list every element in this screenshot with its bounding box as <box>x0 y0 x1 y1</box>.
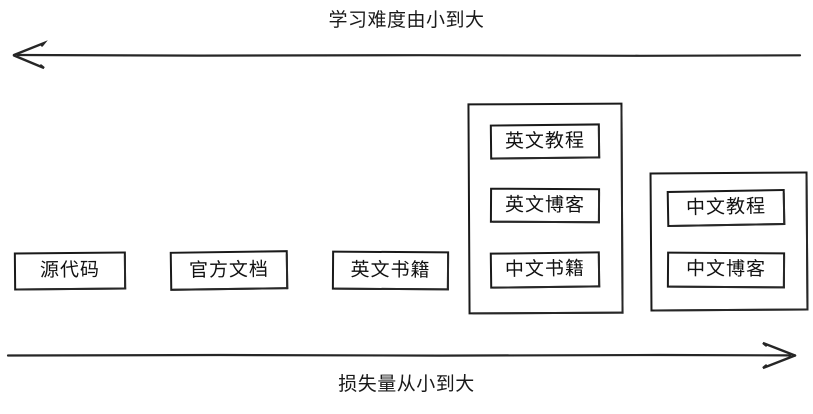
item-label-official-docs: 官方文档 <box>188 258 270 282</box>
item-label-chinese-blog: 中文博客 <box>685 258 767 281</box>
item-label-english-blog: 英文博客 <box>504 194 586 216</box>
loss-axis-arrow-right <box>6 341 797 370</box>
item-label-english-books: 英文书籍 <box>350 259 431 281</box>
item-box-chinese-books[interactable]: 中文书籍 <box>489 251 601 289</box>
item-label-english-tutorial: 英文教程 <box>504 130 586 152</box>
item-box-official-docs[interactable]: 官方文档 <box>169 250 289 291</box>
top-axis-label: 学习难度由小到大 <box>328 10 485 31</box>
item-box-english-blog[interactable]: 英文博客 <box>489 187 601 224</box>
item-box-english-tutorial[interactable]: 英文教程 <box>489 123 601 160</box>
item-box-chinese-tutorial[interactable]: 中文教程 <box>666 188 786 228</box>
item-label-chinese-books: 中文书籍 <box>504 258 586 281</box>
bottom-axis-label: 损失量从小到大 <box>338 374 475 395</box>
item-box-chinese-blog[interactable]: 中文博客 <box>666 251 786 289</box>
item-label-source-code: 源代码 <box>39 259 101 282</box>
item-box-source-code[interactable]: 源代码 <box>13 251 127 291</box>
difficulty-axis-arrow-left <box>12 40 802 70</box>
item-label-chinese-tutorial: 中文教程 <box>685 196 767 219</box>
item-box-english-books[interactable]: 英文书籍 <box>331 250 450 291</box>
